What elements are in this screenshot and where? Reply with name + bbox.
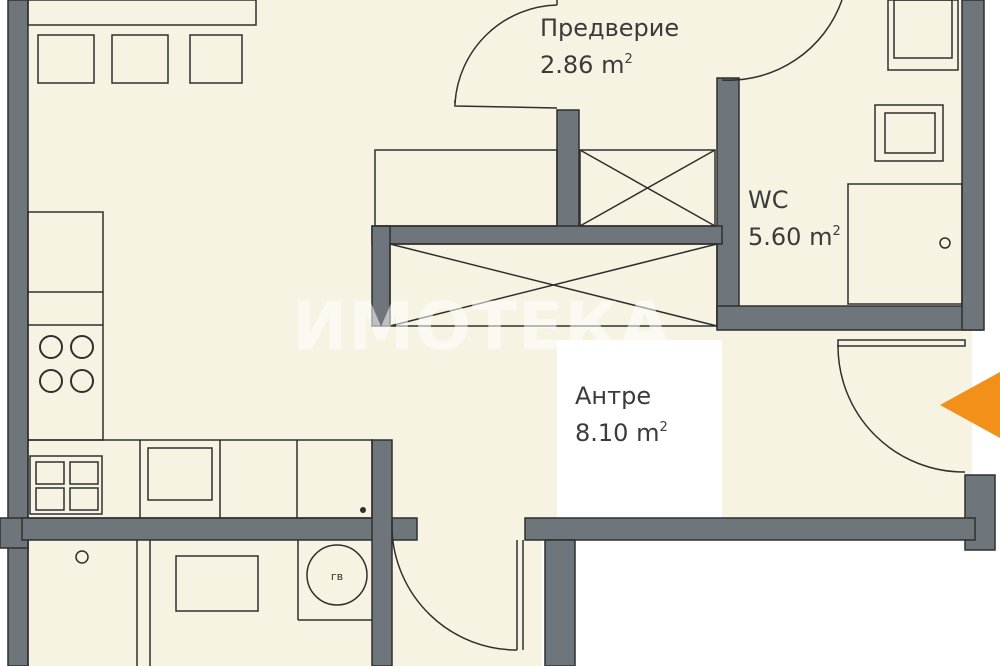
stove-burners: [39, 335, 94, 393]
shower-tray: [847, 183, 963, 305]
floor-area: [22, 0, 977, 666]
door-pantry: [391, 520, 518, 651]
room-name: Предверие: [540, 14, 680, 42]
wc-bottom-wall: [716, 305, 983, 331]
kitchen-counter-bottom: [27, 439, 373, 519]
laundry-fixtures: [27, 540, 372, 666]
room-label-antre: Антре 8.10 m2: [575, 380, 668, 449]
chair: [37, 34, 95, 84]
left-outer-wall: [7, 0, 29, 666]
area-unit-superscript: 2: [659, 420, 668, 435]
wc-washbasin: [874, 104, 944, 162]
watermark-brand: ИМОТЕКА: [292, 288, 672, 365]
light-switch-dot: [360, 507, 366, 513]
washbasin: [175, 555, 259, 612]
boiler: [306, 544, 368, 606]
chair: [189, 34, 243, 84]
room-area: 8.10 m2: [575, 412, 668, 449]
duct-wall-horizontal: [371, 225, 723, 245]
kitchen-bottom-wall: [21, 517, 418, 541]
boiler-label: гв: [331, 570, 343, 583]
door-wc: [721, 0, 843, 81]
bottom-right-wall: [524, 517, 976, 541]
ventilation-shafts: [389, 149, 718, 327]
sink: [147, 447, 213, 501]
room-name: Антре: [575, 382, 652, 410]
wc-shaft-wall-left: [556, 109, 580, 236]
area-unit-superscript: 2: [832, 224, 841, 239]
room-area: 5.60 m2: [748, 216, 841, 253]
chair: [111, 34, 169, 84]
entrance-arrow-icon: [940, 372, 1000, 438]
counter-top: [374, 149, 558, 227]
area-value: 2.86 m: [540, 51, 625, 79]
right-outer-wall: [961, 0, 985, 331]
door-entrance: [837, 339, 966, 347]
dining-table: [27, 0, 257, 26]
bottom-wall-stub: [544, 539, 576, 666]
room-label-predverie: Предверие 2.86 m2: [540, 12, 679, 81]
watermark-site: imoteka.bg: [565, 366, 673, 388]
area-unit-superscript: 2: [624, 52, 633, 67]
wc-fixtures: [847, 0, 963, 305]
wc-left-wall: [716, 77, 740, 329]
area-value: 5.60 m: [748, 223, 833, 251]
pantry-divider: [371, 439, 393, 666]
room-area: 2.86 m2: [540, 44, 679, 81]
area-value: 8.10 m: [575, 419, 660, 447]
room-label-wc: WC 5.60 m2: [748, 184, 841, 253]
doors: [391, 0, 966, 651]
kitchen-furniture: [27, 0, 558, 519]
toilet-tank: [887, 0, 959, 71]
room-name: WC: [748, 186, 789, 214]
